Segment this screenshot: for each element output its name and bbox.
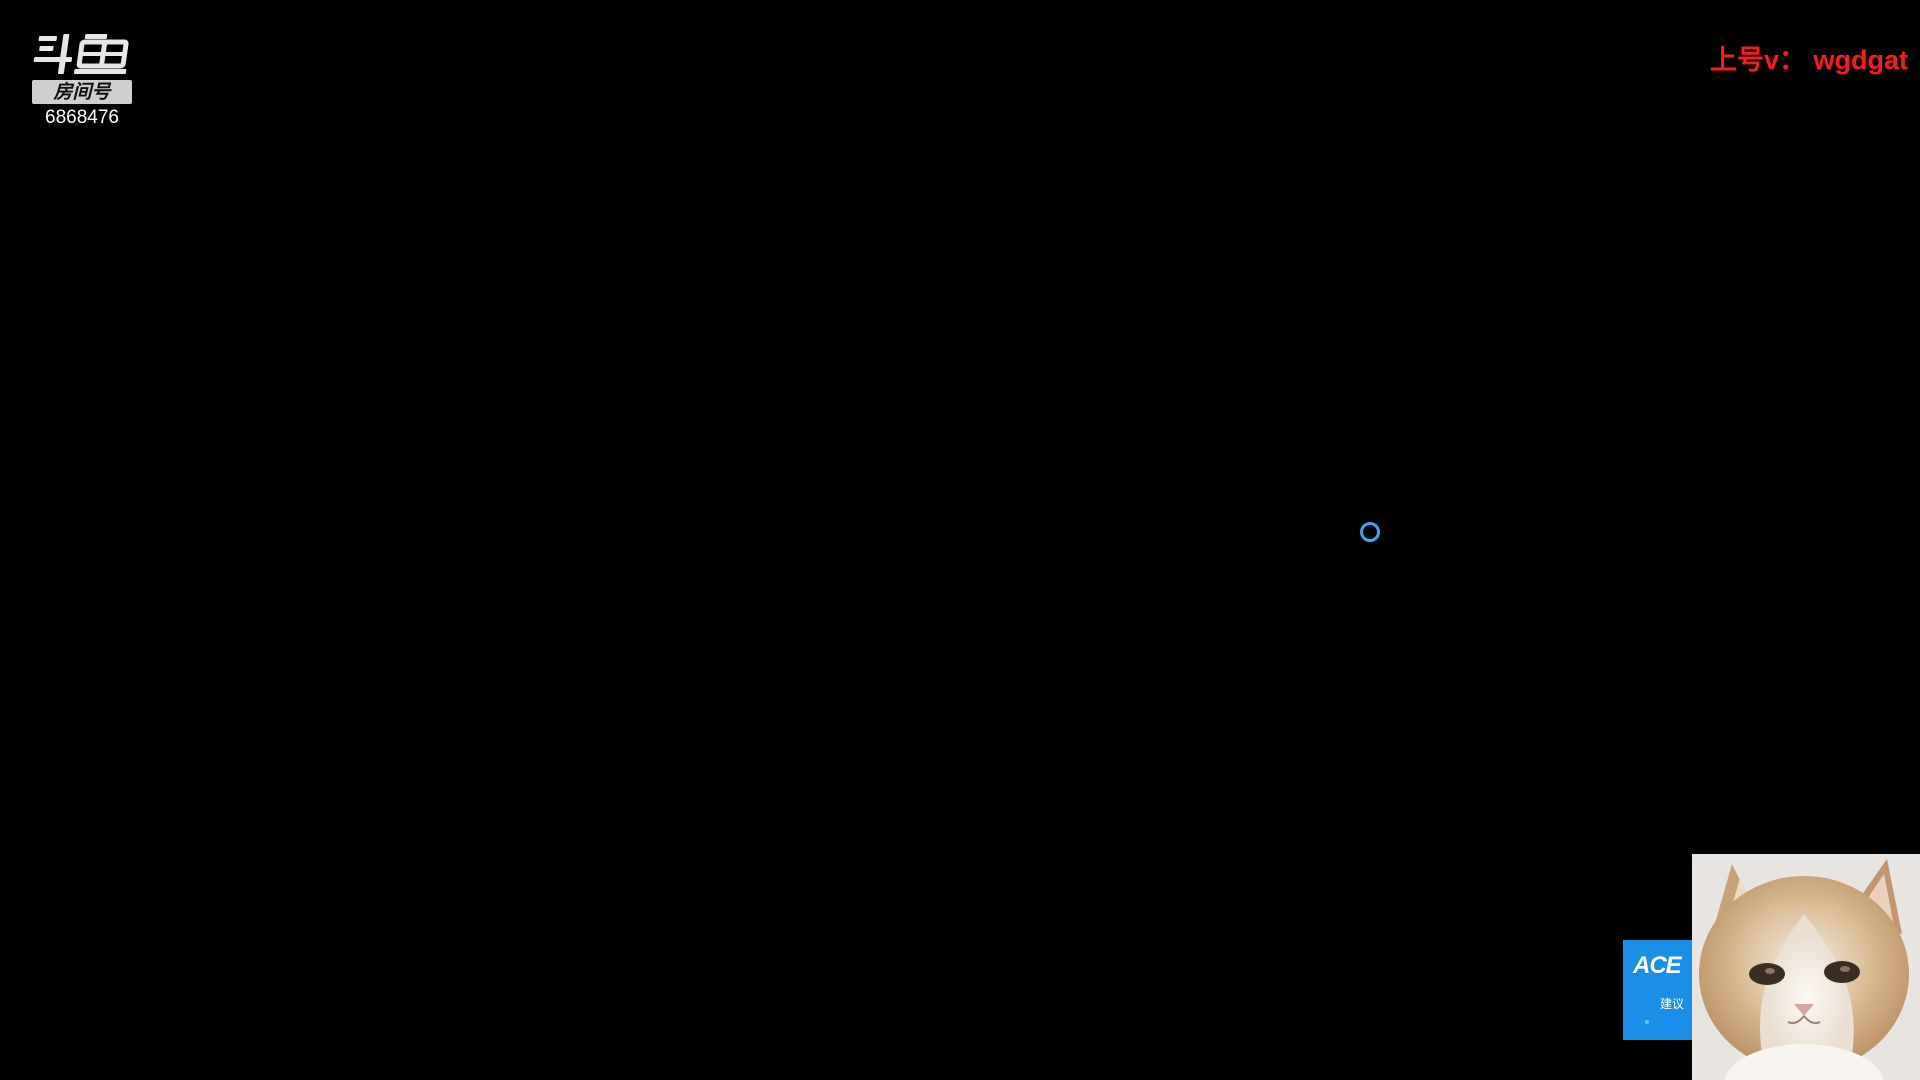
room-number: 6868476 — [45, 107, 119, 128]
room-label: 房间号 — [32, 80, 132, 104]
ace-logo-icon: ACE — [1633, 952, 1682, 979]
ace-status-dot — [1645, 1020, 1649, 1024]
webcam-overlay — [1692, 854, 1920, 1080]
promo-overlay-text: 上号v： wgdgat — [1709, 45, 1908, 75]
cat-video-icon — [1692, 854, 1920, 1080]
douyu-logo-icon — [33, 34, 129, 74]
ace-widget-text: 建议 — [1660, 997, 1685, 1011]
douyu-watermark: 房间号 6868476 — [30, 30, 134, 129]
loading-spinner-icon — [1360, 522, 1380, 542]
ace-anticheat-widget[interactable]: ACE 建议 — [1623, 940, 1695, 1040]
